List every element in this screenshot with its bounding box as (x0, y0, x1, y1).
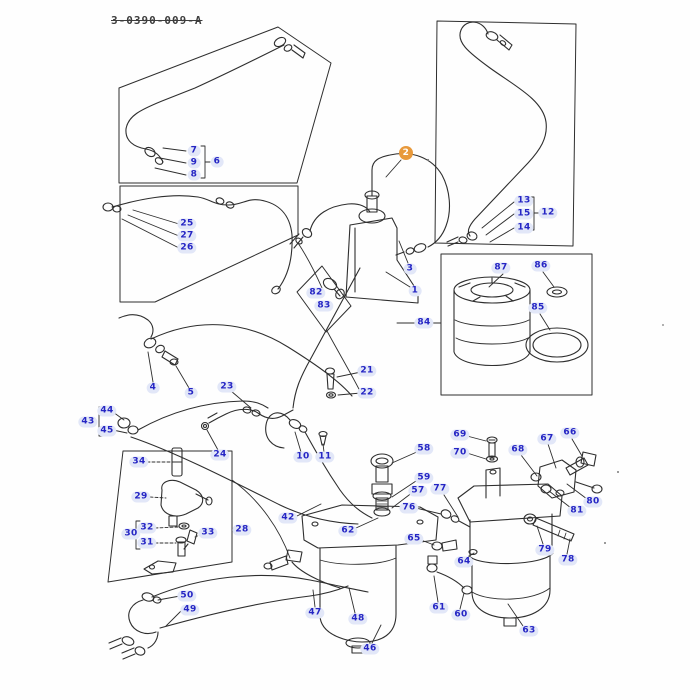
callout-10[interactable]: 10 (293, 451, 313, 463)
callout-27[interactable]: 27 (177, 230, 197, 242)
callout-87[interactable]: 87 (491, 262, 511, 274)
union-cluster-drawing (520, 438, 603, 509)
inset-box-filter-element (396, 253, 593, 396)
callout-85[interactable]: 85 (528, 302, 548, 314)
callout-1[interactable]: 1 (408, 285, 422, 297)
callout-13[interactable]: 13 (514, 195, 534, 207)
callout-9[interactable]: 9 (187, 157, 201, 169)
callout-65[interactable]: 65 (404, 533, 424, 545)
centre-pipes-drawing (118, 267, 373, 525)
callout-22[interactable]: 22 (357, 387, 377, 399)
inset-box-banjo-bolt (296, 242, 363, 396)
sedimenter-assembly-drawing (457, 435, 575, 627)
callout-69[interactable]: 69 (450, 429, 470, 441)
callout-4[interactable]: 4 (146, 382, 160, 394)
callout-42[interactable]: 42 (278, 512, 298, 524)
callout-77[interactable]: 77 (430, 483, 450, 495)
callout-33[interactable]: 33 (198, 527, 218, 539)
callout-68[interactable]: 68 (508, 444, 528, 456)
callout-48[interactable]: 48 (348, 613, 368, 625)
callout-82[interactable]: 82 (306, 287, 326, 299)
callout-3[interactable]: 3 (403, 263, 417, 275)
fuel-lift-pump-drawing (289, 153, 451, 304)
callout-70[interactable]: 70 (450, 447, 470, 459)
callout-45[interactable]: 45 (97, 425, 117, 437)
callout-57[interactable]: 57 (408, 485, 428, 497)
inset-box-injector-pipe (434, 20, 577, 247)
callout-34[interactable]: 34 (129, 456, 149, 468)
callout-12[interactable]: 12 (538, 207, 558, 219)
callout-43[interactable]: 43 (78, 416, 98, 428)
callout-80[interactable]: 80 (583, 496, 603, 508)
callout-6[interactable]: 6 (210, 156, 224, 168)
callout-25[interactable]: 25 (177, 218, 197, 230)
callout-11[interactable]: 11 (315, 451, 335, 463)
callout-60[interactable]: 60 (451, 609, 471, 621)
drawing-number: 3-0390-009-A (111, 14, 203, 27)
callout-44[interactable]: 44 (97, 405, 117, 417)
callout-62[interactable]: 62 (338, 525, 358, 537)
hose-fitting-drawing (98, 400, 269, 437)
callout-58[interactable]: 58 (414, 443, 434, 455)
callout-78[interactable]: 78 (558, 554, 578, 566)
callout-83[interactable]: 83 (314, 300, 334, 312)
callout-81[interactable]: 81 (567, 505, 587, 517)
callout-7[interactable]: 7 (187, 145, 201, 157)
callout-30[interactable]: 30 (121, 528, 141, 540)
inset-box-shutoff-valve (107, 447, 291, 583)
callout-66[interactable]: 66 (560, 427, 580, 439)
callout-15[interactable]: 15 (514, 208, 534, 220)
callout-61[interactable]: 61 (429, 602, 449, 614)
callout-49[interactable]: 49 (180, 604, 200, 616)
callout-86[interactable]: 86 (531, 260, 551, 272)
paper-speckles (426, 158, 664, 544)
callout-28[interactable]: 28 (232, 524, 252, 536)
callout-8[interactable]: 8 (187, 169, 201, 181)
callout-5[interactable]: 5 (184, 387, 198, 399)
callout-64[interactable]: 64 (454, 556, 474, 568)
callout-63[interactable]: 63 (519, 625, 539, 637)
callout-47[interactable]: 47 (305, 607, 325, 619)
callout-59[interactable]: 59 (414, 472, 434, 484)
callout-46[interactable]: 46 (360, 643, 380, 655)
callout-21[interactable]: 21 (357, 365, 377, 377)
callout-26[interactable]: 26 (177, 242, 197, 254)
inset-box-fuel-pipe-b (102, 185, 299, 303)
callout-32[interactable]: 32 (137, 522, 157, 534)
callout-29[interactable]: 29 (131, 491, 151, 503)
callout-24[interactable]: 24 (210, 449, 230, 461)
inset-box-leak-off-pipe (118, 26, 332, 184)
bottom-left-pipes-drawing (108, 574, 369, 660)
callout-2[interactable]: 2 (399, 146, 413, 160)
callout-31[interactable]: 31 (137, 537, 157, 549)
callout-84[interactable]: 84 (414, 317, 434, 329)
callout-67[interactable]: 67 (537, 433, 557, 445)
callout-23[interactable]: 23 (217, 381, 237, 393)
callout-14[interactable]: 14 (514, 222, 534, 234)
fuel-filter-assembly-drawing (263, 450, 478, 654)
callout-79[interactable]: 79 (535, 544, 555, 556)
callout-76[interactable]: 76 (399, 502, 419, 514)
callout-50[interactable]: 50 (177, 590, 197, 602)
